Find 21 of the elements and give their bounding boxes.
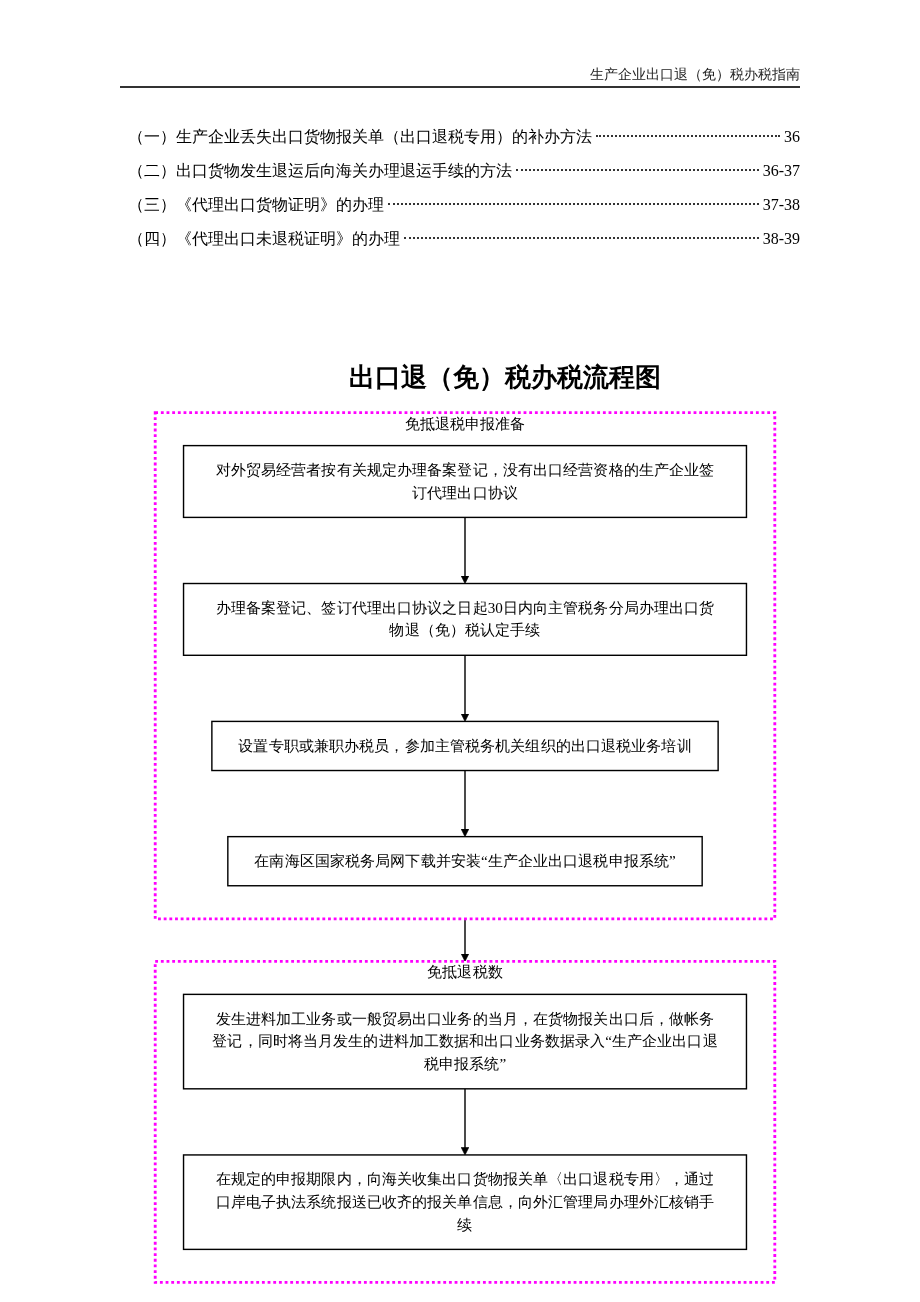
arrow	[460, 918, 470, 962]
running-header: 生产企业出口退（免）税办税指南	[590, 66, 800, 84]
page-number: 37-38	[762, 195, 800, 215]
diagram-title: 出口退（免）税办税流程图	[349, 361, 661, 394]
node-box: 办理备案登记、签订代理出口协议之日起30日内向主管税务分局办理出口货物退（免）税认定手续	[182, 582, 748, 656]
page-number: 36-37	[762, 161, 800, 181]
toc-entry: （二）出口货物发生退运后向海关办理退运手续的方法	[128, 161, 512, 181]
toc-entry: （一）生产企业丢失出口货物报关单（出口退税专用）的补办方法	[128, 127, 592, 147]
page-number: 36	[784, 127, 800, 147]
arrow	[460, 1088, 470, 1156]
node-box: 发生进料加工业务或一般贸易出口业务的当月，在货物报关出口后，做帐务登记，同时将当月发生的进料加工数据和出口业务数据录入“生产企业出口退税申报系统”	[182, 993, 748, 1090]
arrow	[460, 516, 470, 584]
node-box: 在南海区国家税务局网下载并安装“生产企业出口退税申报系统”	[227, 835, 703, 887]
toc-entry: （四）《代理出口未退税证明》的办理	[128, 229, 400, 249]
page-number: 38-39	[762, 229, 800, 249]
toc-entry: （三）《代理出口货物证明》的办理	[128, 195, 384, 215]
node-box: 对外贸易经营者按有关规定办理备案登记，没有出口经营资格的生产企业签订代理出口协议	[182, 444, 748, 519]
arrow	[460, 769, 470, 837]
node-box: 设置专职或兼职办税员，参加主管税务机关组织的出口退税业务培训	[211, 720, 719, 772]
arrow	[460, 654, 470, 722]
node-box: 在规定的申报期限内，向海关收集出口货物报关单〈出口退税专用〉，通过口岸电子执法系统报送已收齐的报关单信息，向外汇管理局办理外汇核销手续	[182, 1154, 748, 1251]
